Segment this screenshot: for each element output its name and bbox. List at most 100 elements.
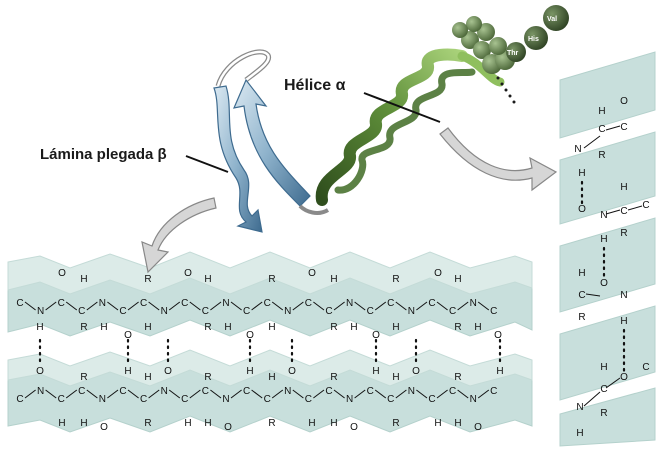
helix-ribbon-2 [559, 131, 656, 225]
helix-atom: R [600, 408, 607, 419]
sheet-atom: C [264, 394, 271, 405]
sheet-bond [168, 301, 181, 311]
sheet-substituent: R [144, 274, 151, 285]
sheet-atom: N [37, 306, 44, 317]
helix-atom: C [620, 206, 627, 217]
helix-atom: H [600, 234, 607, 245]
sheet-bond [477, 301, 490, 311]
strand-arrow-left [213, 85, 263, 233]
helix-bond [605, 209, 621, 215]
helix-atom: H [578, 168, 585, 179]
sheet-substituent: O [308, 268, 316, 279]
sheet-substituent: H [246, 366, 253, 377]
sheet-bond [251, 301, 263, 311]
beta-sheet-ribbons [7, 251, 533, 433]
sheet-bond [436, 389, 448, 399]
sheet-atom: N [284, 306, 291, 317]
sheet-bond [107, 389, 119, 399]
sheet-atom: C [387, 394, 394, 405]
sheet-substituent: R [330, 372, 337, 383]
sheet-bond [86, 301, 98, 311]
helix-atom: N [574, 144, 581, 155]
sheet-substituent: O [164, 366, 172, 377]
bead-val [543, 5, 569, 31]
sheet-bond [374, 389, 387, 399]
helix-atom: C [600, 384, 607, 395]
sheet-substituent: H [372, 366, 379, 377]
sheet-atom: N [37, 386, 44, 397]
sheet-bond [292, 301, 304, 311]
sheet-atom: C [16, 298, 23, 309]
helix-bond [605, 377, 621, 389]
sheet-atom: N [161, 386, 168, 397]
bead-thr [506, 42, 526, 62]
sheet-atom: C [140, 394, 147, 405]
beta-sheet-backbone: CNCCNCCNCCNCCNCCNCCNCCNCCNCCNCCNCCNCCNCC… [16, 268, 503, 433]
helix-atom: N [600, 210, 607, 221]
sheet-pointer-line [185, 155, 229, 173]
helix-atom: O [600, 278, 608, 289]
sheet-bond [457, 389, 469, 399]
sheet-atom: C [449, 386, 456, 397]
sheet-substituent: O [372, 330, 380, 341]
sheet-substituent: H [330, 274, 337, 285]
sheet-bond [354, 389, 366, 399]
alpha-helix-coil [315, 48, 505, 206]
sheet-bond [189, 301, 201, 311]
sheet-atom: N [408, 306, 415, 317]
sheet-substituent: H [268, 322, 275, 333]
sheet-bond [333, 389, 345, 399]
sheet-bond [86, 389, 98, 399]
sheet-atom: C [140, 298, 147, 309]
sheet-substituent: H [454, 418, 461, 429]
helix-atom: H [600, 362, 607, 373]
pointer-arrow-sheet [141, 197, 217, 274]
sheet-bond [65, 301, 78, 311]
sheet-substituent: H [36, 322, 43, 333]
sheet-atom: C [449, 306, 456, 317]
sheet-bond [251, 389, 263, 399]
sheet-substituent: H [80, 418, 87, 429]
strand-arrow-right [232, 78, 311, 207]
sheet-substituent: O [58, 268, 66, 279]
sheet-substituent: O [434, 268, 442, 279]
sheet-atom: C [264, 298, 271, 309]
sheet-bond [416, 389, 428, 399]
sheet-bond [395, 301, 407, 311]
sheet-atom: C [243, 386, 250, 397]
bead-label-thr: Thr [507, 50, 519, 57]
sheet-substituent: H [58, 418, 65, 429]
sheet-atom: C [387, 298, 394, 309]
sheet-substituent: H [454, 274, 461, 285]
helix-atom: C [642, 200, 649, 211]
sheet-substituent: O [494, 330, 502, 341]
sheet-substituent: O [350, 422, 358, 433]
sheet-bond [313, 301, 325, 311]
sheet-substituent: O [36, 366, 44, 377]
sheet-bond [189, 389, 201, 399]
sheet-substituent: H [392, 372, 399, 383]
sheet-bond [148, 389, 160, 399]
sheet-atom: N [346, 298, 353, 309]
helix-atom: C [598, 124, 605, 135]
sheet-atom: C [367, 386, 374, 397]
sheet-substituent: H [392, 322, 399, 333]
helix-ribbon-1 [559, 51, 656, 139]
helix-bond [585, 293, 601, 297]
helix-bond [627, 205, 643, 211]
sheet-substituent: H [268, 372, 275, 383]
sheet-substituent: R [268, 274, 275, 285]
sheet-substituent: O [474, 422, 482, 433]
helix-atom: O [578, 204, 586, 215]
sheet-substituent: O [184, 268, 192, 279]
sheet-bond [436, 301, 448, 311]
sheet-bond [107, 301, 119, 311]
sheet-atom: C [490, 386, 497, 397]
sheet-atom: C [305, 394, 312, 405]
bead-his [524, 26, 548, 50]
helix-bond [583, 391, 601, 407]
sheet-bond [395, 389, 407, 399]
sheet-atom: C [325, 306, 332, 317]
bead-label-val: Val [547, 16, 557, 23]
